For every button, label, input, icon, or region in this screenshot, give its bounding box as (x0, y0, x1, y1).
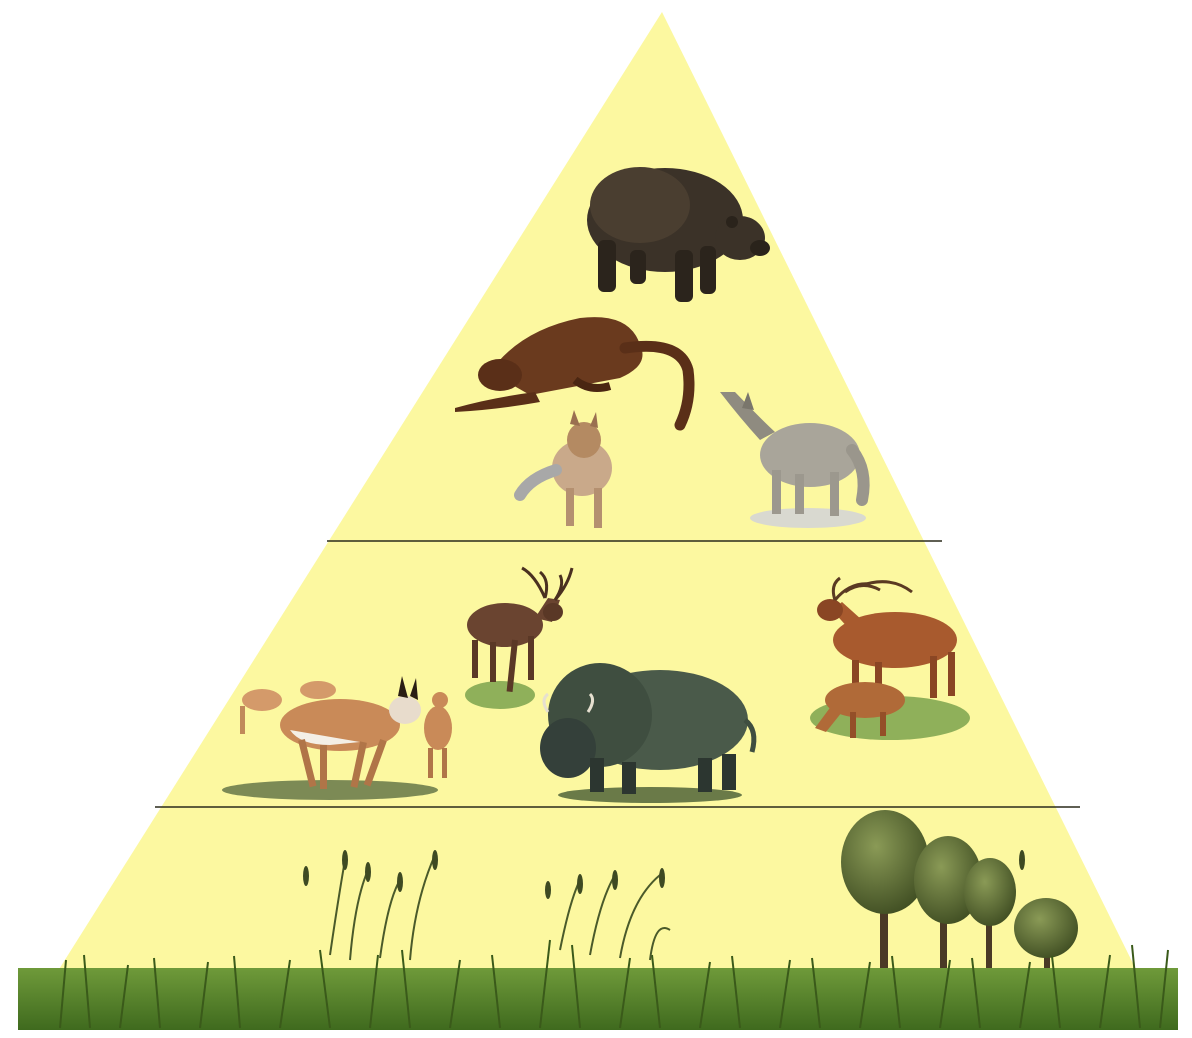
pyramid-canvas (0, 0, 1192, 1038)
ecological-pyramid-diagram (0, 0, 1192, 1038)
